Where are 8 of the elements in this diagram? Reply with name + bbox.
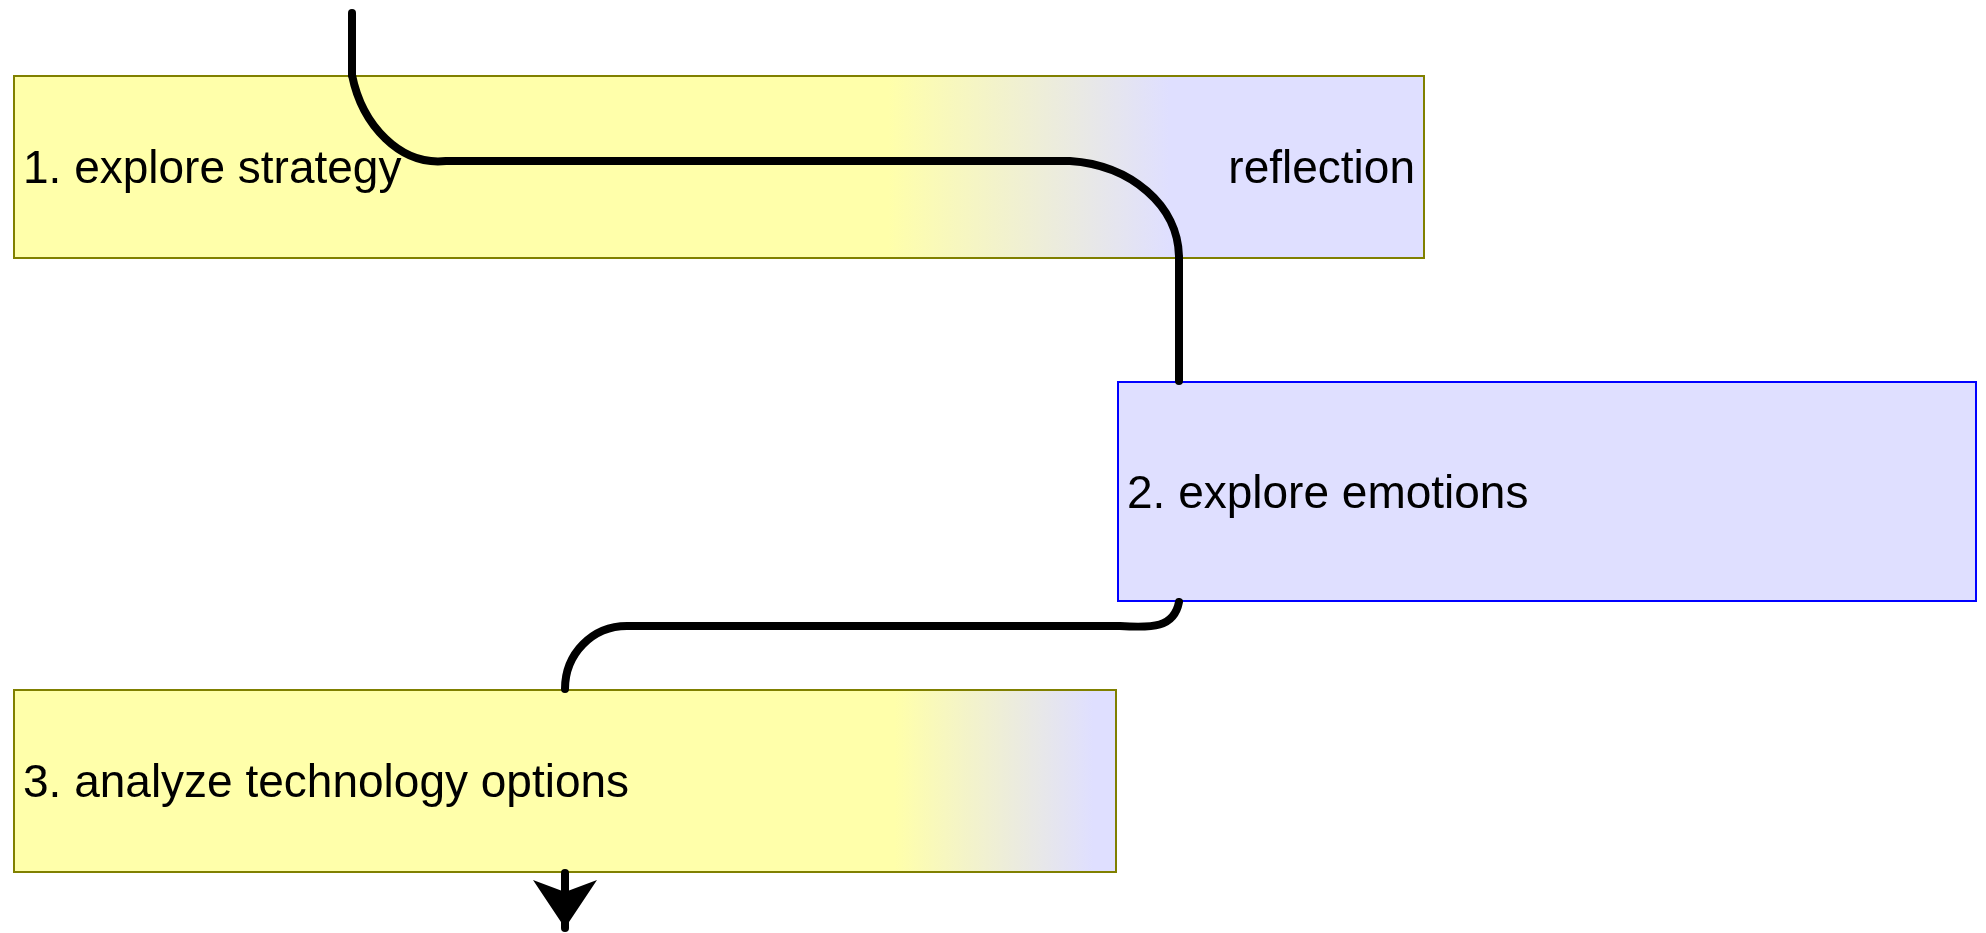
phase-label: reflection: [1228, 141, 1415, 193]
arrow: [533, 869, 597, 932]
step-label: 3. analyze technology options: [23, 755, 630, 807]
process-box: [13, 75, 1425, 259]
process-box: [1117, 381, 1977, 602]
process-box: [13, 689, 1117, 873]
step-label: 1. explore strategy: [23, 141, 402, 193]
step-label: 2. explore emotions: [1127, 466, 1529, 517]
